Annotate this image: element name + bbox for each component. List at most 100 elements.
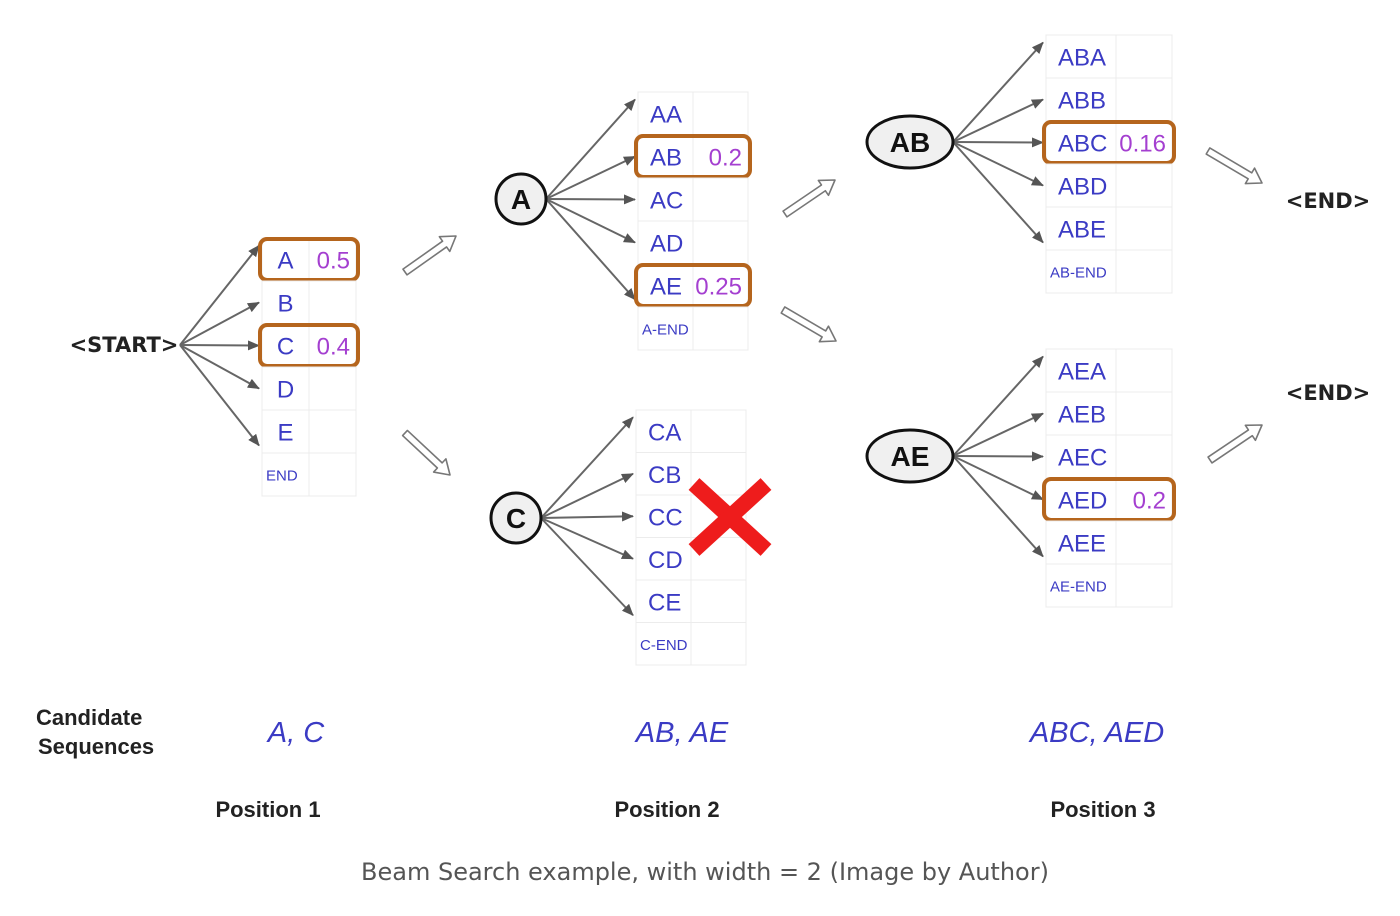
position-3-label: Position 3 <box>1050 797 1155 822</box>
token-cell <box>637 91 694 136</box>
token-cell <box>635 622 692 666</box>
prob-cell <box>308 409 357 454</box>
candidate-sequences-label-line1: Candidate <box>36 705 142 730</box>
token-label: C-END <box>640 637 688 654</box>
token-label: B <box>277 291 293 318</box>
prob-cell <box>1115 120 1173 165</box>
token-cell <box>1045 520 1117 565</box>
node-ae-label: AE <box>891 441 930 472</box>
prob-cell <box>1115 249 1173 294</box>
token-cell <box>1045 563 1117 608</box>
table-row: AE-END <box>1045 563 1173 608</box>
probability-label: 0.16 <box>1119 131 1166 158</box>
table-row: CE <box>635 579 747 623</box>
edge-arrow <box>952 455 1044 501</box>
edge-arrow <box>540 517 634 616</box>
table-row: AED 0.2 <box>1042 477 1176 522</box>
table-row: AC <box>637 177 749 222</box>
transition-arrow-icon <box>1207 424 1263 464</box>
prob-cell <box>1115 206 1173 251</box>
prob-cell <box>690 409 747 453</box>
position-2-label: Position 2 <box>614 797 719 822</box>
edge-arrow <box>540 472 634 519</box>
token-label: A-END <box>642 322 689 339</box>
node-ae: AE <box>865 428 955 484</box>
probability-label: 0.2 <box>1133 488 1166 515</box>
prob-cell <box>690 579 747 623</box>
edge-arrow <box>179 301 260 346</box>
token-cell <box>635 409 692 453</box>
transition-arrow-icon <box>782 179 836 218</box>
prob-cell <box>690 622 747 666</box>
table-row: ABE <box>1045 206 1173 251</box>
edge-arrow <box>545 98 636 200</box>
token-label: AED <box>1058 488 1107 515</box>
token-cell <box>1045 163 1117 208</box>
edge-arrow <box>952 455 1044 558</box>
token-cell <box>637 134 694 179</box>
token-label: ABA <box>1058 45 1106 72</box>
token-cell <box>1045 249 1117 294</box>
token-label: AD <box>650 231 683 258</box>
probability-label: 0.5 <box>317 248 350 275</box>
prob-cell <box>692 263 749 308</box>
token-label: CB <box>648 462 681 489</box>
node-ab: AB <box>865 114 955 170</box>
table-row: AEC <box>1045 434 1173 479</box>
table-row: AB-END <box>1045 249 1173 294</box>
edge-arrow <box>952 451 1044 462</box>
table-row: AEE <box>1045 520 1173 565</box>
token-cell <box>637 220 694 265</box>
token-cell <box>261 323 310 368</box>
edge-arrow <box>179 340 260 351</box>
table-row: ABD <box>1045 163 1173 208</box>
selected-beam-highlight <box>634 263 752 308</box>
token-cell <box>1045 206 1117 251</box>
edge-arrow <box>545 194 636 205</box>
token-cell <box>635 494 692 538</box>
token-label: AEE <box>1058 531 1106 558</box>
prob-cell <box>308 452 357 497</box>
edge-arrow <box>952 141 1044 187</box>
end-label-bottom: <END> <box>1286 381 1371 405</box>
token-label: CD <box>648 547 683 574</box>
prob-cell <box>1115 434 1173 479</box>
edge-arrow <box>952 137 1044 148</box>
candidate-sequences-position-1: A, C <box>266 717 325 749</box>
table-row: AA <box>637 91 749 136</box>
edge-arrow <box>952 98 1044 143</box>
table-row: AEB <box>1045 391 1173 436</box>
token-label: CA <box>648 419 681 446</box>
prob-cell <box>692 220 749 265</box>
edge-arrow <box>952 412 1044 457</box>
probability-label: 0.4 <box>317 334 350 361</box>
edge-arrow <box>179 344 260 390</box>
table-row: C 0.4 <box>258 323 360 368</box>
candidate-sequences-label-line2: Sequences <box>38 734 154 759</box>
token-cell <box>261 409 310 454</box>
table-row: CA <box>635 409 747 453</box>
table-row: D <box>261 366 357 411</box>
prob-cell <box>1115 77 1173 122</box>
prob-cell <box>1115 34 1173 79</box>
position-1-label: Position 1 <box>215 797 320 822</box>
selected-beam-highlight <box>634 134 752 179</box>
token-label: AEC <box>1058 445 1107 472</box>
token-label: AB <box>650 145 682 172</box>
table-row: A-END <box>637 306 749 351</box>
prob-cell <box>308 366 357 411</box>
token-cell <box>1045 477 1117 522</box>
token-label: AE <box>650 274 682 301</box>
edge-arrow <box>545 198 636 301</box>
token-label: AA <box>650 102 682 129</box>
token-label: C <box>277 334 294 361</box>
edge-arrow <box>540 511 634 522</box>
token-cell <box>261 452 310 497</box>
